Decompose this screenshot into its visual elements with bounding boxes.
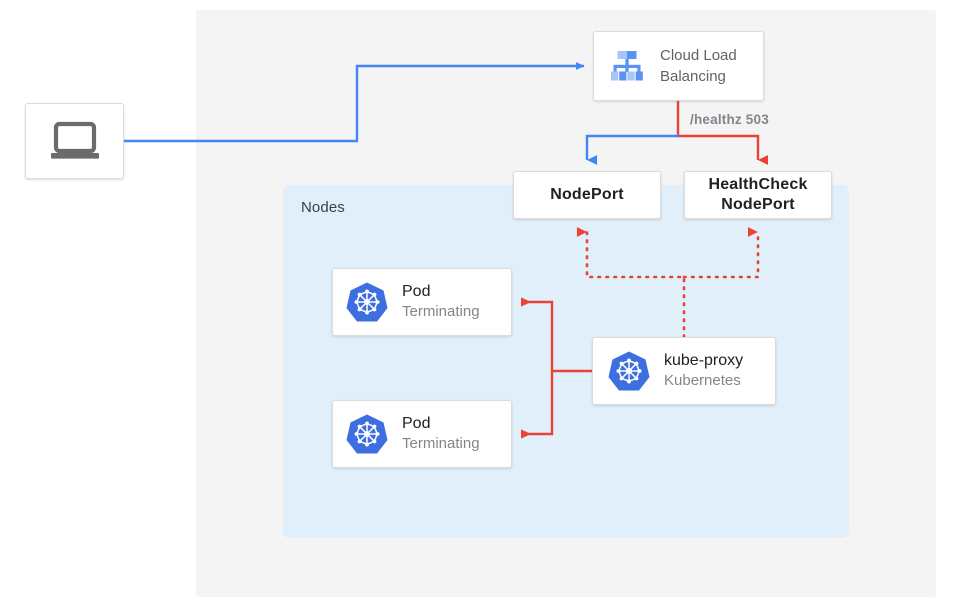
cloud-load-balancing-label: Cloud Load Balancing [660, 45, 737, 87]
laptop-icon [47, 120, 103, 162]
edge-load-balancer-to-nodeport [585, 134, 679, 165]
kube-proxy-title: kube-proxy [664, 352, 744, 369]
cloud-load-balancing-label-line1: Cloud Load [660, 47, 737, 64]
healthcheck-nodeport-label: HealthCheck NodePort [685, 175, 831, 215]
edge-load-balancer-to-healthcheck-nodeport [676, 101, 768, 165]
healthcheck-nodeport-node[interactable]: HealthCheck NodePort [684, 171, 832, 219]
edge-kubeproxy-to-nodeport-dotted [577, 227, 686, 339]
cloud-load-balancing-node[interactable]: Cloud Load Balancing [593, 31, 764, 101]
kube-proxy-text: kube-proxy Kubernetes [664, 351, 743, 391]
kubernetes-icon [345, 412, 389, 456]
healthz-status-label: /healthz 503 [690, 112, 769, 127]
healthcheck-nodeport-label-line1: HealthCheck [708, 176, 808, 193]
nodeport-node[interactable]: NodePort [513, 171, 661, 219]
edge-kubeproxy-to-healthcheck-nodeport-dotted [682, 227, 760, 279]
cloud-load-balancing-label-line2: Balancing [660, 68, 726, 85]
pod-1-title: Pod [402, 283, 431, 300]
edge-kubeproxy-to-pod-2 [521, 371, 554, 439]
kubernetes-icon [607, 349, 651, 393]
nodeport-label: NodePort [550, 186, 624, 203]
client-laptop-node[interactable] [25, 103, 124, 179]
pod-node-2[interactable]: Pod Terminating [332, 400, 512, 468]
edge-client-to-load-balancer [124, 62, 585, 143]
pod-1-text: Pod Terminating [402, 282, 480, 322]
cloud-load-balancing-icon [606, 45, 648, 87]
edge-kubeproxy-to-pod-1 [521, 297, 592, 373]
kube-proxy-subtitle: Kubernetes [664, 372, 741, 389]
pod-2-status: Terminating [402, 435, 480, 452]
kube-proxy-node[interactable]: kube-proxy Kubernetes [592, 337, 776, 405]
healthcheck-nodeport-label-line2: NodePort [721, 196, 795, 213]
pod-1-status: Terminating [402, 303, 480, 320]
pod-node-1[interactable]: Pod Terminating [332, 268, 512, 336]
kubernetes-icon [345, 280, 389, 324]
nodes-region-label: Nodes [301, 199, 345, 216]
pod-2-text: Pod Terminating [402, 414, 480, 454]
pod-2-title: Pod [402, 415, 431, 432]
